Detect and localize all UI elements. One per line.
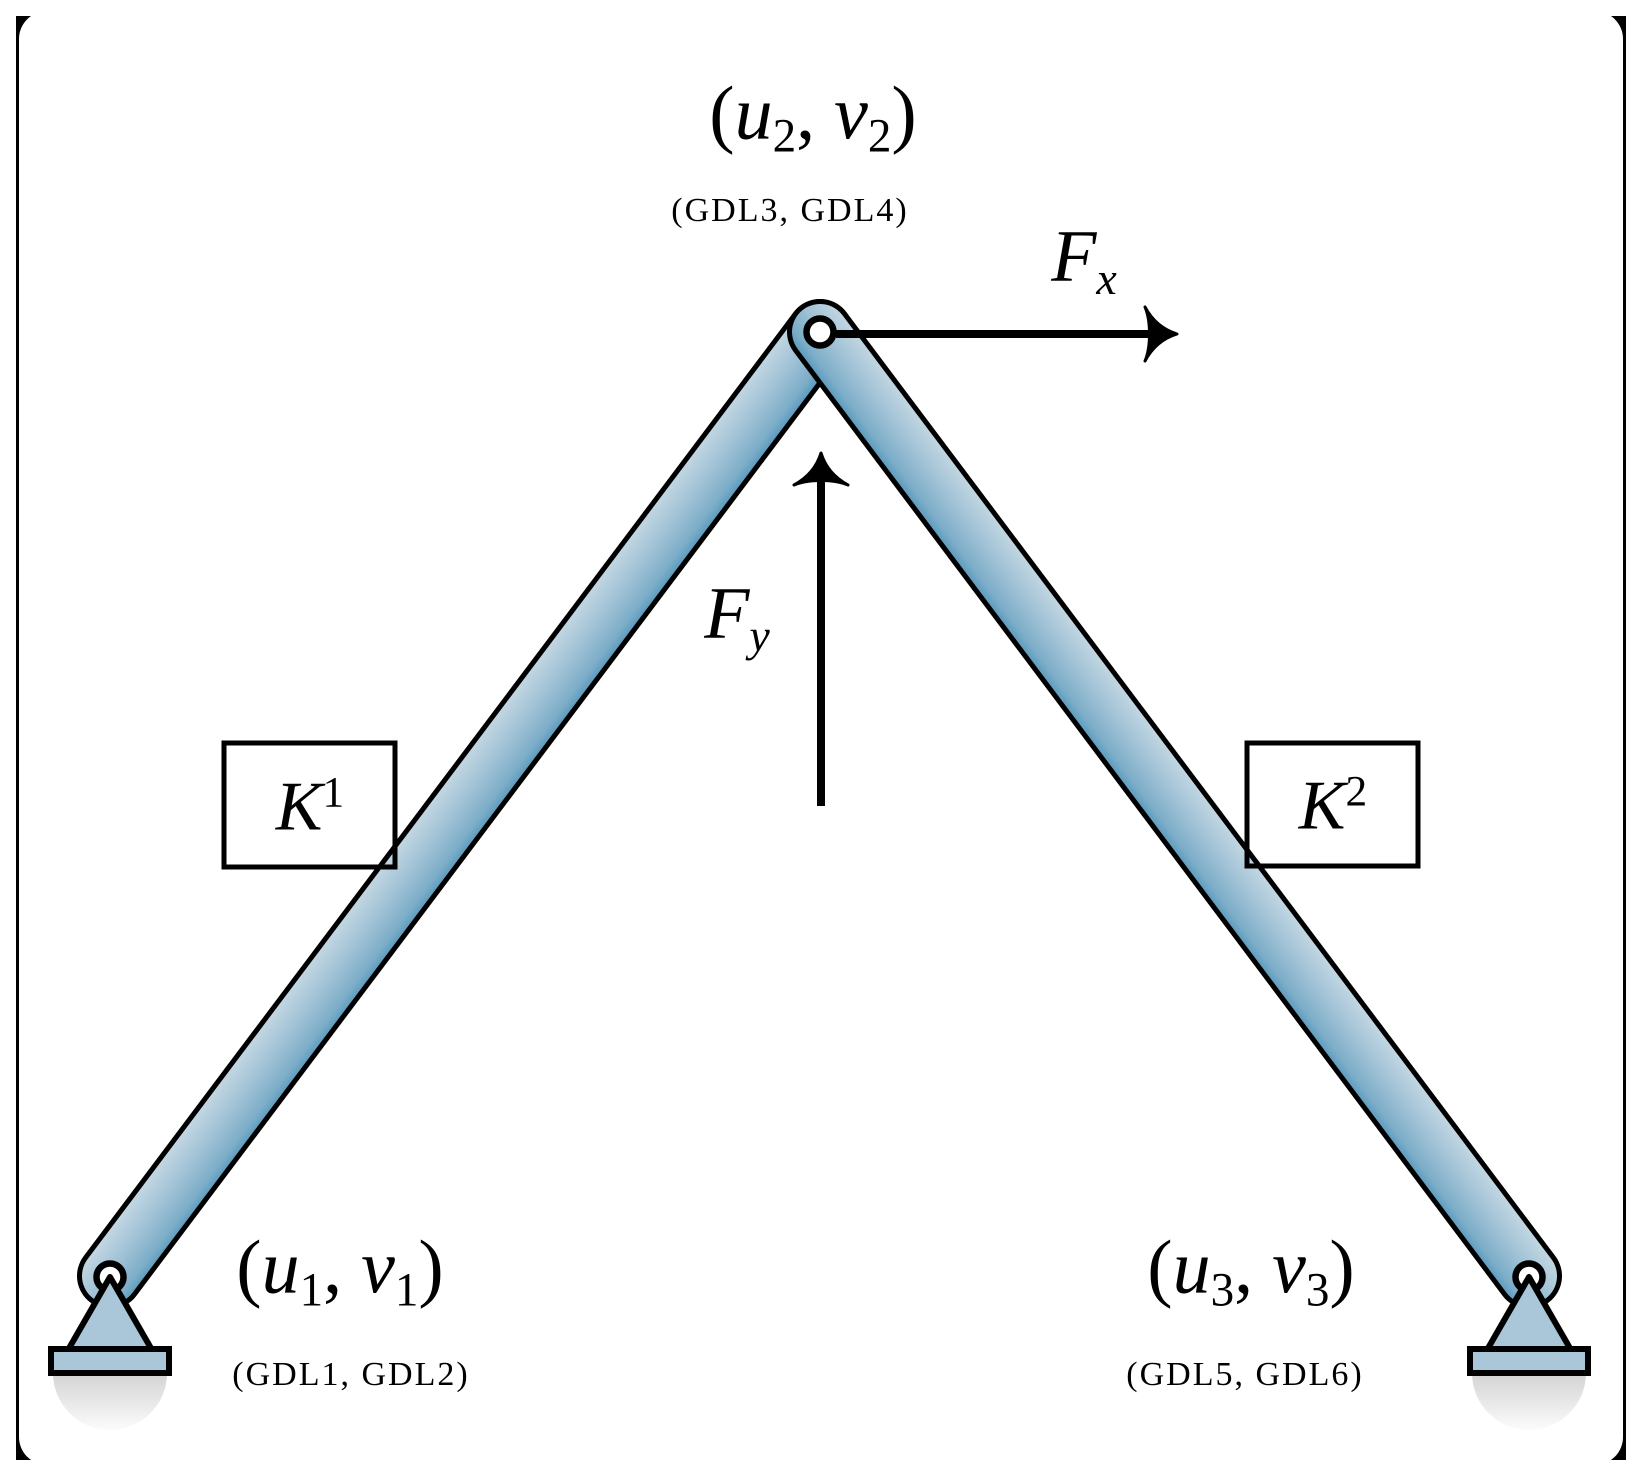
node2-gdl-label: (GDL3, GDL4) [671, 192, 909, 229]
support-shadow-right [1472, 1373, 1586, 1430]
support-node-3 [1467, 1260, 1591, 1430]
support-shadow-left [53, 1373, 167, 1430]
element-k2-label: K2 [1298, 767, 1368, 845]
support-base-right [1467, 1346, 1591, 1376]
element-k1-label: K1 [275, 768, 345, 846]
fy-arrowhead [792, 451, 850, 487]
pin-node-2 [803, 315, 837, 349]
support-base-left [48, 1346, 172, 1376]
node2-displacement-label: (u2, v2) [709, 71, 917, 163]
node1-gdl-label: (GDL1, GDL2) [232, 1356, 470, 1393]
support-node-1 [48, 1260, 172, 1430]
force-fy-label: Fy [704, 573, 770, 661]
fx-arrowhead [1143, 305, 1179, 363]
k2-label-box [1244, 740, 1421, 869]
node1-displacement-label: (u1, v1) [236, 1225, 444, 1317]
force-arrow-fx [836, 305, 1179, 363]
force-arrow-fy [792, 451, 850, 806]
node3-gdl-label: (GDL5, GDL6) [1126, 1356, 1364, 1393]
bar-element-1 [82, 304, 848, 1304]
force-fx-label: Fx [1051, 216, 1117, 304]
k1-label-box [221, 740, 398, 870]
node3-displacement-label: (u3, v3) [1147, 1225, 1355, 1317]
bar-element-2 [792, 304, 1557, 1304]
